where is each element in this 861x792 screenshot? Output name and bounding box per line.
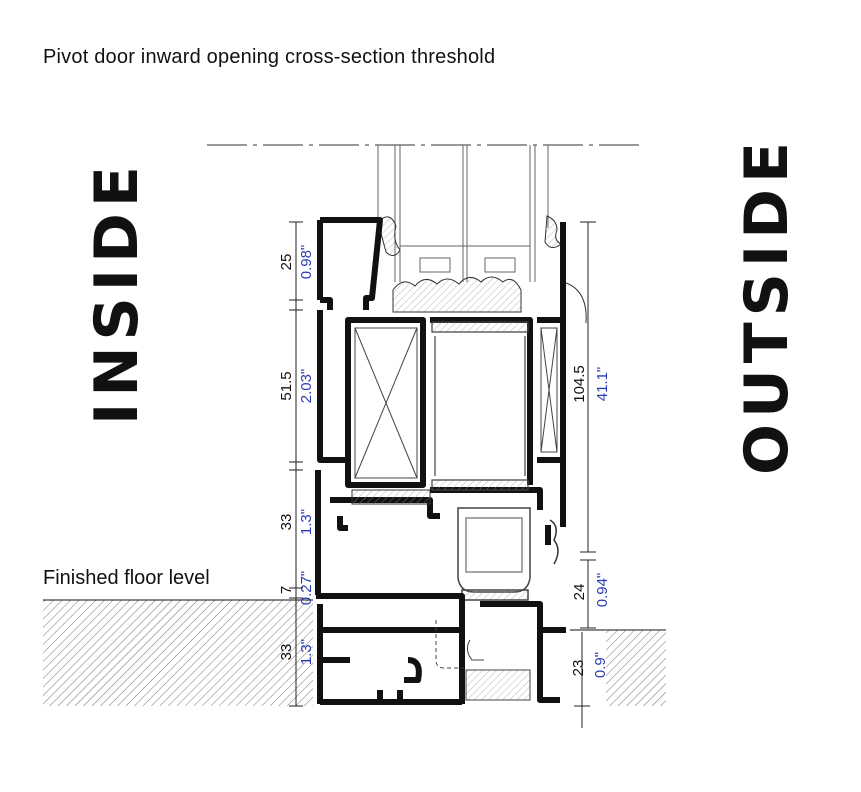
- insulation-panel: [354, 327, 558, 479]
- dimension-lines-left: [289, 221, 303, 707]
- dim-drop-mm: 23: [570, 660, 587, 677]
- dim-top-mm: 25: [278, 254, 295, 271]
- dim-gap-mm: 7: [278, 586, 295, 594]
- lower-bead: [351, 489, 431, 505]
- glazing-unit: [431, 321, 529, 491]
- dim-drop-inch: 0.9": [592, 652, 609, 678]
- dim-lower-mm: 33: [278, 514, 295, 531]
- left-dimension-texts: 25 0.98" 51.5 2.03" 33 1.3" 7 0.27" 33 1…: [278, 245, 315, 665]
- door-panel-top: [377, 145, 549, 282]
- right-dimension-texts: 104.5 41.1" 24 0.94" 23 0.9": [570, 365, 611, 678]
- dim-lower-inch: 1.3": [298, 509, 315, 535]
- threshold-profile: [316, 593, 566, 705]
- top-gasket-left: [377, 216, 401, 256]
- dim-sweep-inch: 0.94": [594, 573, 611, 608]
- dim-leaf-mm: 104.5: [571, 365, 588, 403]
- dimension-lines-right: [574, 221, 596, 728]
- dim-threshold-inch: 1.3": [298, 639, 315, 665]
- frame-profile: [315, 217, 566, 595]
- dim-threshold-mm: 33: [278, 644, 295, 661]
- top-gasket-right: [544, 215, 562, 248]
- dim-gap-inch: 0.27": [298, 571, 315, 606]
- threshold-insert: [435, 620, 531, 701]
- dim-glass-mm: 51.5: [278, 371, 295, 400]
- floor-inside-hatch: [43, 600, 313, 706]
- drop-seal: [457, 507, 559, 601]
- diagram-title: Pivot door inward opening cross-section …: [43, 46, 496, 68]
- dim-leaf-inch: 41.1": [594, 367, 611, 402]
- glass-bead: [392, 276, 522, 313]
- finished-floor-label: Finished floor level: [43, 567, 210, 589]
- dim-sweep-mm: 24: [571, 584, 588, 601]
- dim-top-inch: 0.98": [298, 245, 315, 280]
- pivot-arc: [565, 282, 587, 324]
- dim-glass-inch: 2.03": [298, 369, 315, 404]
- floor-outside-hatch: [606, 630, 666, 706]
